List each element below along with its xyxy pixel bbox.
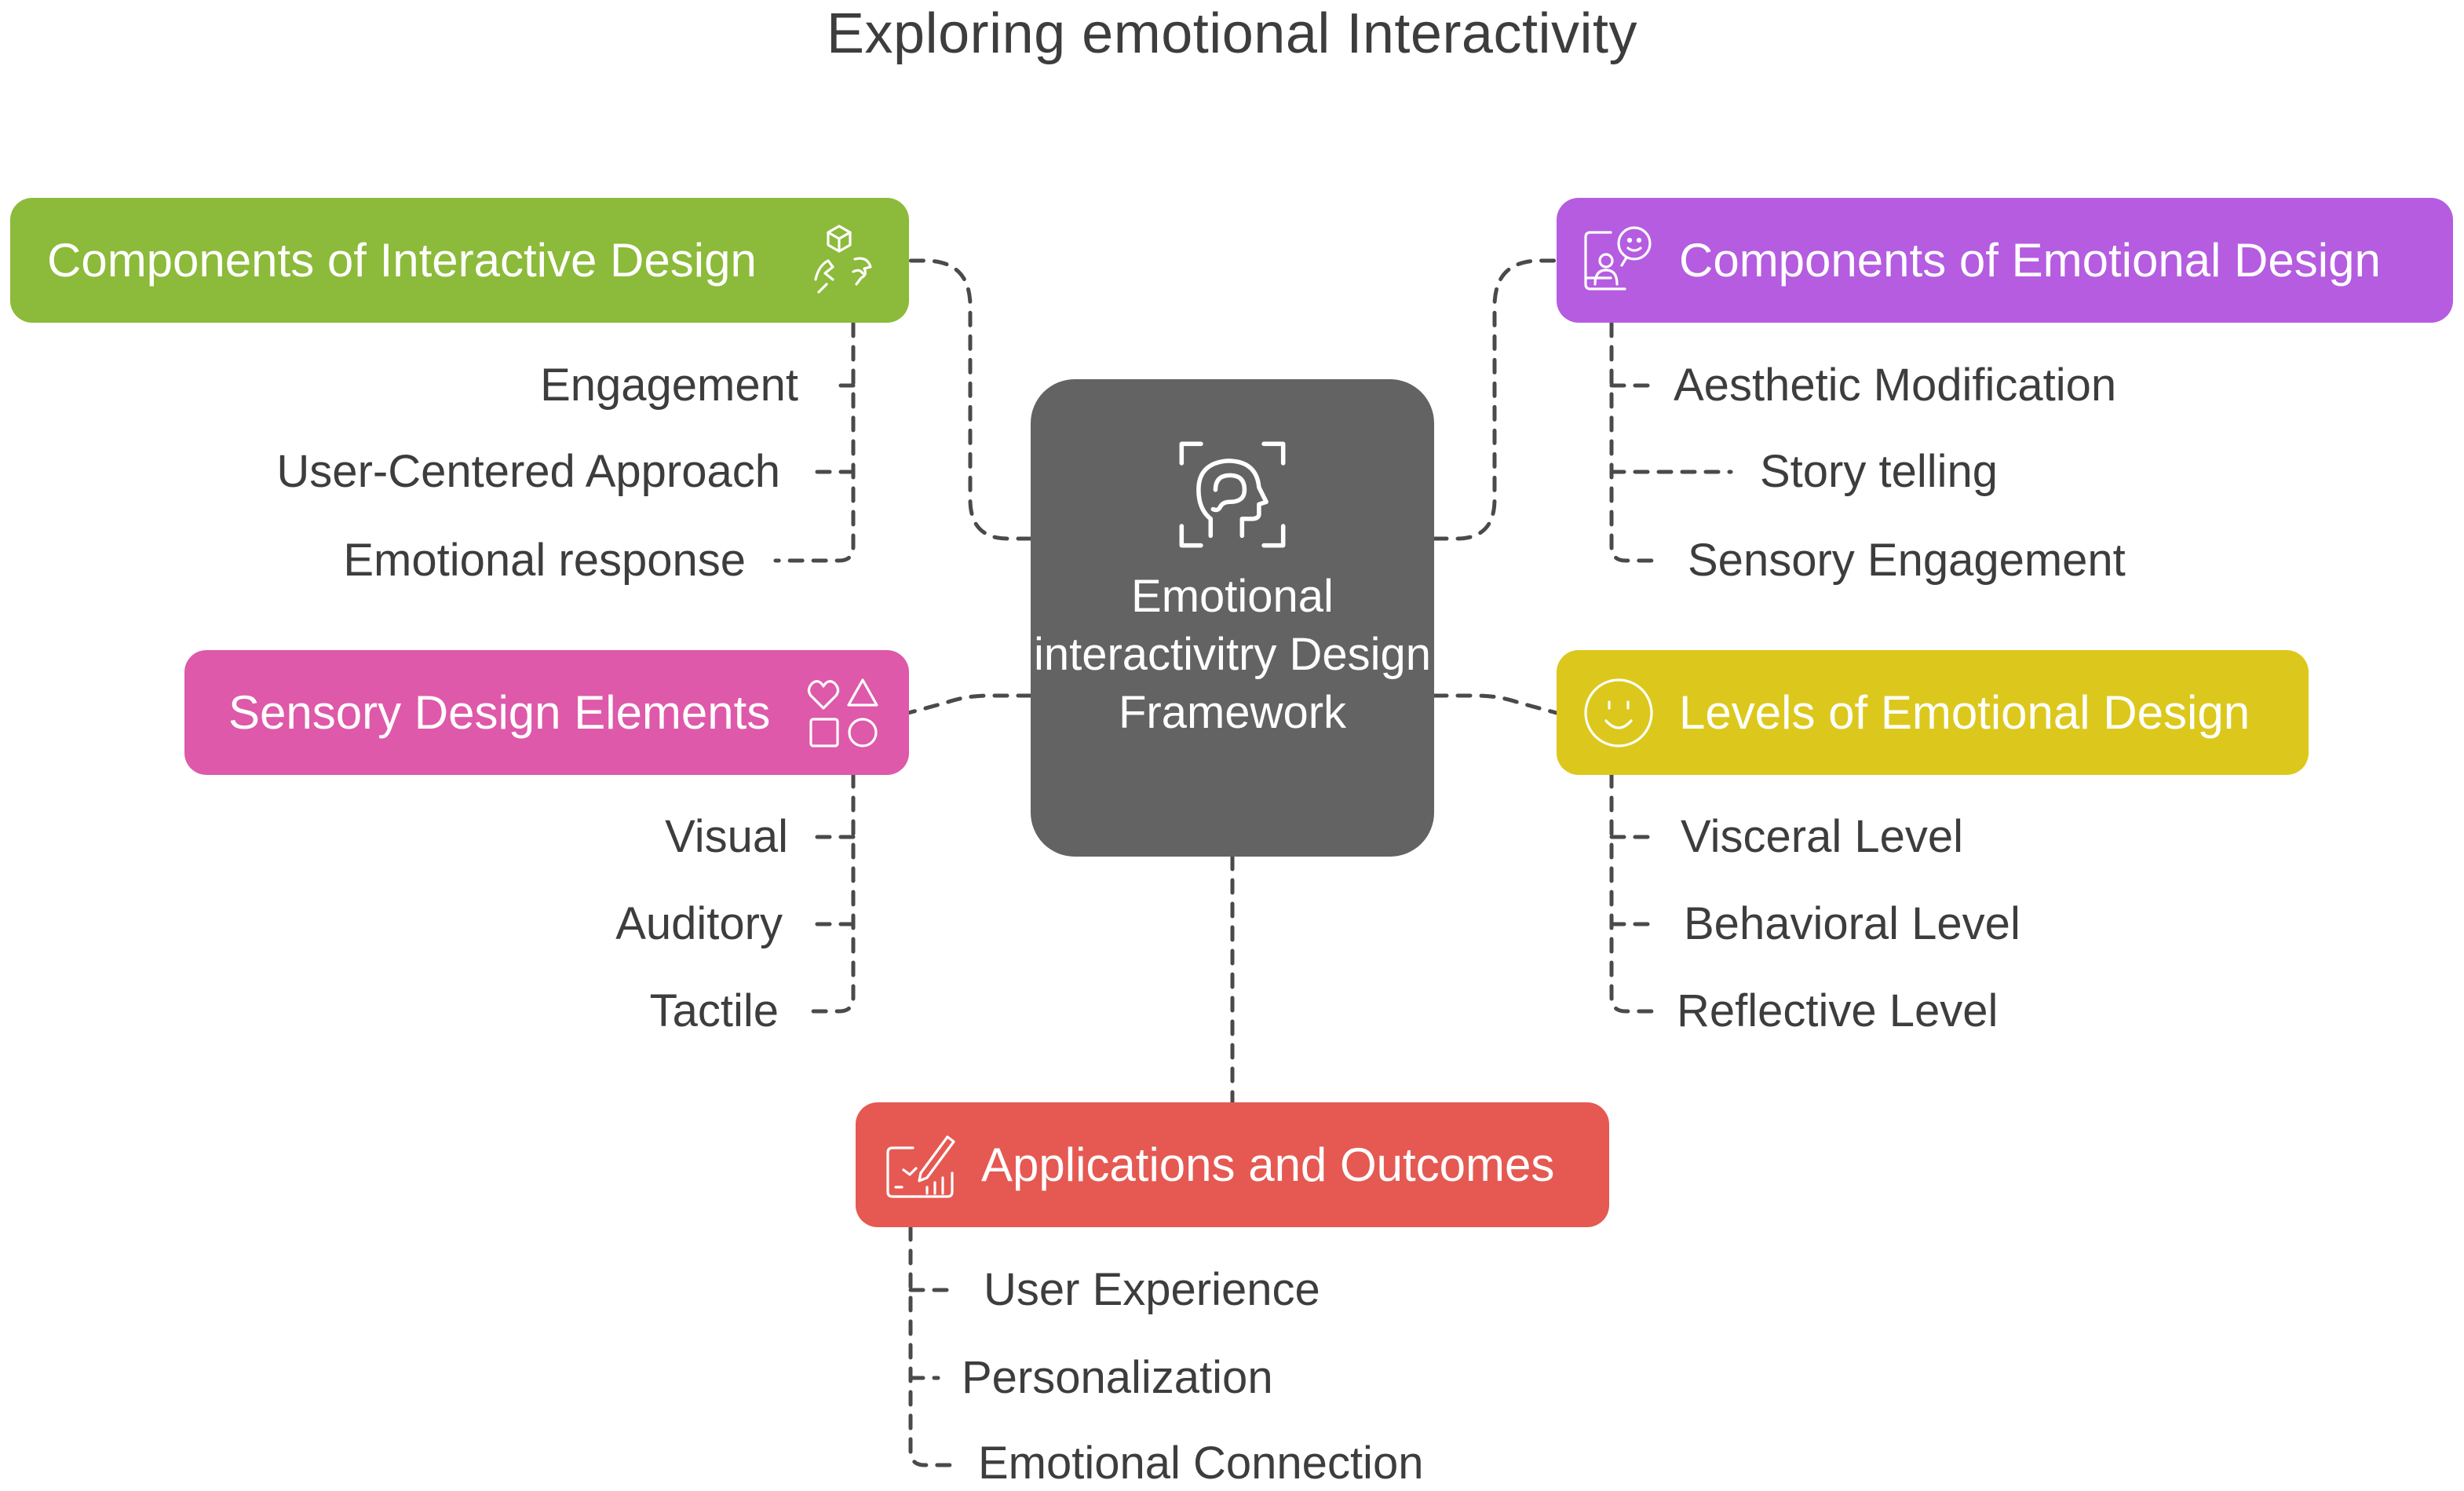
interactive-design-node: Components of Interactive Design (10, 198, 909, 323)
leaf-user-experience: User Experience (984, 1264, 1320, 1315)
leaf-engagement: Engagement (540, 360, 798, 411)
interactive-design-title: Components of Interactive Design (47, 234, 757, 287)
sensory-design-node: Sensory Design Elements (184, 650, 909, 775)
leaf-personalization: Personalization (962, 1352, 1273, 1403)
shapes-icon (801, 670, 887, 756)
sensory-design-title: Sensory Design Elements (228, 686, 771, 739)
applications-title: Applications and Outcomes (981, 1138, 1555, 1191)
center-label: Emotional interactivitry Design Framewor… (1033, 571, 1432, 738)
emotional-design-node: Components of Emotional Design (1557, 198, 2453, 323)
leaf-sensory-engagement: Sensory Engagement (1688, 535, 2126, 586)
leaf-tactile: Tactile (649, 985, 779, 1036)
leaf-visual: Visual (665, 811, 788, 862)
interactive-hand-cube-icon (801, 217, 887, 304)
leaf-auditory: Auditory (615, 898, 783, 949)
head-brain-scan-icon (1172, 434, 1293, 555)
levels-emotional-title: Levels of Emotional Design (1679, 686, 2250, 739)
leaf-behavioral-level: Behavioral Level (1684, 898, 2020, 949)
leaf-reflective-level: Reflective Level (1677, 985, 1999, 1036)
leaf-visceral-level: Visceral Level (1681, 811, 1964, 862)
diagram-title: Exploring emotional Interactivity (827, 2, 1637, 65)
leaf-user-centered-approach: User-Centered Approach (276, 446, 780, 497)
center-node: Emotional interactivitry Design Framewor… (1031, 379, 1434, 857)
screen-smiley-user-icon (1575, 217, 1662, 304)
leaf-aesthetic-modification: Aesthetic Modification (1674, 360, 2117, 411)
leaf-emotional-connection: Emotional Connection (978, 1438, 1424, 1489)
leaf-story-telling: Story telling (1760, 446, 1999, 497)
levels-emotional-node: Levels of Emotional Design (1557, 650, 2309, 775)
tablet-pen-chart-icon (878, 1122, 964, 1208)
smiley-face-icon (1575, 670, 1662, 756)
applications-node: Applications and Outcomes (856, 1102, 1609, 1227)
emotional-design-title: Components of Emotional Design (1679, 234, 2381, 287)
leaf-emotional-response: Emotional response (343, 535, 746, 586)
